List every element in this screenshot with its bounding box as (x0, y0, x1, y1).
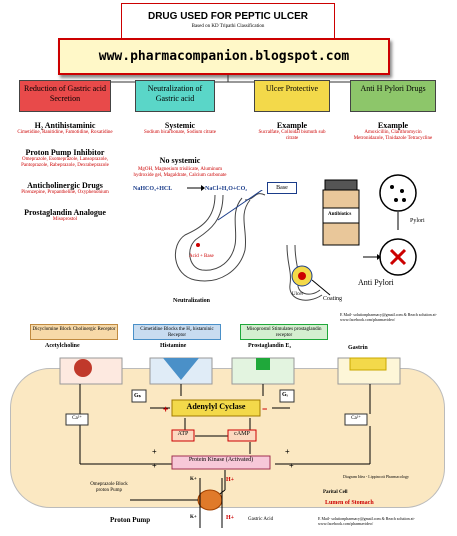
ulcer-coating-drawing (286, 244, 331, 301)
category-neutralization: Neutralization of Gastric acid (135, 80, 215, 112)
anti-pylori-drawing (322, 174, 417, 276)
anti-pylori-label: Anti Pylori (358, 278, 394, 287)
page-subtitle: Based on KD Tripathi Classification (191, 24, 265, 29)
url-banner[interactable]: www.pharmacompanion.blogspot.com (58, 38, 390, 75)
nonsystemic-drugs: MgOH, Magnesium trisilicate, Aluminum hy… (133, 167, 227, 178)
h2-drugs: Cimetidine, Ranitidine, Famotidine, Roxa… (17, 130, 113, 135)
col-neutralization: Systemic Sodium bicarbonate, Sodium citr… (130, 121, 230, 136)
cell-diagram: + − + + + + (59, 357, 401, 528)
neutralization-label: Neutralization (173, 298, 210, 304)
histamine-label: Histamine (160, 343, 187, 349)
col4-drugs: Amoxicillin, Clarithromycin Metronidazol… (353, 130, 433, 141)
ulcer-label: Ulcer (292, 292, 304, 297)
k-plus-top: K+ (190, 477, 197, 482)
equation-arrow (187, 185, 205, 191)
camp-label: cAMP (234, 431, 250, 437)
parietal-cell-label: Parital Cell (323, 490, 348, 495)
svg-text:+: + (285, 447, 290, 456)
dicyclomine-box: Dicyclomine Block Cholinergic Receptor (30, 324, 118, 340)
lumen-label: Lumen of Stomach (325, 500, 374, 506)
gastrin-label: Gastrin (348, 345, 368, 351)
title-box: DRUG USED FOR PEPTIC ULCER Based on KD T… (121, 3, 335, 43)
systemic-title: Systemic (164, 121, 196, 130)
systemic-drugs: Sodium bicarbonate, Sodium citrate (144, 130, 216, 135)
omeprazole-label: Omeprazole Block proton Pump (90, 482, 128, 493)
acetylcholine-label: Acetylcholine (45, 343, 80, 349)
proton-pump-label: Proton Pump (110, 516, 151, 524)
svg-text:+: + (152, 461, 157, 470)
category-ulcer-protective: Ulcer Protective (254, 80, 330, 112)
nonsystemic-title: No systemic (159, 156, 201, 165)
category-reduction: Reduction of Gastric acid Secretion (19, 80, 111, 112)
url-link[interactable]: www.pharmacompanion.blogspot.com (98, 49, 350, 64)
credit-top: E Mail- solutionpharmacy@gmail.com & Rea… (340, 312, 437, 322)
category-label: Neutralization of Gastric acid (147, 84, 203, 103)
col-reduction: H₂ Antihistaminic Cimetidine, Ranitidine… (14, 121, 116, 223)
misoprostol-box: Misoprostol Stimulates prostaglandin rec… (240, 324, 328, 340)
prostaglandin-label: Prostaglandin E₂ (248, 343, 292, 349)
col3-example-title: Example (276, 121, 308, 130)
calcium-right-label: Ca²⁺ (351, 416, 361, 421)
coating-label: Coating (323, 296, 342, 302)
diagram-idea-label: Diagram Idea - Lippincott Pharmacology (343, 474, 409, 479)
h-plus-bottom: H+ (226, 515, 235, 521)
stomach-neutralization-drawing (174, 190, 266, 282)
h2-title: H₂ Antihistaminic (34, 121, 96, 130)
k-plus-bottom: K+ (190, 515, 197, 520)
h-plus-top: H+ (226, 477, 235, 483)
category-label: Anti H Pylori Drugs (360, 84, 426, 93)
col4-example-title: Example (377, 121, 409, 130)
adenylyl-cyclase-label: Adenylyl Cyclase (186, 402, 246, 411)
gs-label: Gₛ (134, 393, 141, 399)
atp-label: ATP (177, 431, 189, 437)
col-anti-pylori: Example Amoxicillin, Clarithromycin Metr… (350, 121, 436, 142)
equation-right: NaCl+H₂O+CO₂ (205, 186, 248, 192)
category-anti-pylori: Anti H Pylori Drugs (350, 80, 436, 112)
prostaglandin-title: Prostaglandin Analogue (24, 208, 106, 217)
svg-text:+: + (163, 404, 168, 414)
prostaglandin-drugs: Misoprostol (52, 217, 78, 222)
pylori-label: Pylori (410, 218, 425, 224)
credit-bottom: E Mail- solutionpharmacy@gmail.com & Rea… (318, 516, 415, 526)
page-title: DRUG USED FOR PEPTIC ULCER (147, 11, 308, 22)
anticholinergic-drugs: Pirenzepine, Propantheline, Oxyphenonium (21, 190, 109, 195)
anticholinergic-title: Anticholinergic Drugs (27, 181, 103, 190)
calcium-left-label: Ca²⁺ (72, 416, 82, 421)
ppi-title: Proton Pump Inhibitor (25, 148, 105, 157)
category-label: Ulcer Protective (265, 84, 319, 93)
col-ulcer-protective: Example Sucralfate, Colloidal bismuth su… (252, 121, 332, 142)
gi-label: Gᵢ (282, 392, 288, 398)
antibiotic-label: Antibiotics (328, 212, 352, 217)
base-label: Base (267, 182, 297, 194)
acid-base-label: Acid + Base (189, 254, 214, 259)
equation-left: NaHCO₃+HCL (133, 186, 173, 192)
protein-kinase-label: Protein Kinase (Activated) (188, 457, 254, 463)
svg-text:+: + (289, 461, 294, 470)
ppi-drugs: Omeprazole, Esomeprazole, Lansoprazole, … (21, 157, 109, 168)
svg-text:+: + (152, 447, 157, 456)
gastric-acid-label: Gastric Acid (248, 517, 274, 522)
svg-text:−: − (262, 404, 267, 414)
category-label: Reduction of Gastric acid Secretion (24, 84, 106, 103)
col3-drugs: Sucralfate, Colloidal bismuth sub citrat… (258, 130, 326, 141)
cimetidine-box: Cimetidine Blocks the H₂ histaminic Rece… (133, 324, 221, 340)
